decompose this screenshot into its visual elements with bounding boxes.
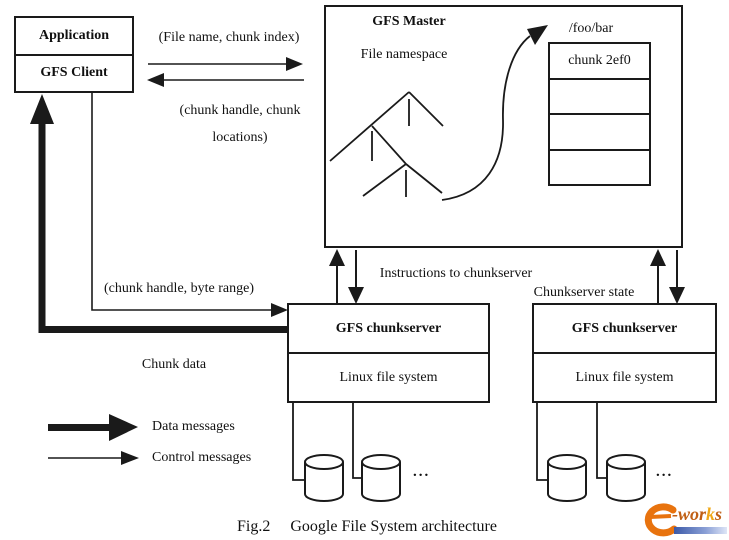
eworks-e-icon <box>644 503 678 537</box>
disk-connector-lines <box>292 403 607 481</box>
gfs-client-label: GFS Client <box>40 65 108 81</box>
legend-control-messages-label: Control messages <box>152 450 252 465</box>
chunk-handle-locations-label-line2: locations) <box>212 130 268 145</box>
gfs-master-box <box>324 5 683 248</box>
logo-text-s: s <box>715 504 723 524</box>
namespace-tree-drawing <box>329 91 444 197</box>
chunk-data-label: Chunk data <box>141 357 207 372</box>
chunk-handle-byte-range-label: (chunk handle, byte range) <box>103 281 255 296</box>
logo-blue-bar <box>674 527 727 534</box>
logo-text-wor: -wor <box>672 504 707 524</box>
control-byte-range-path <box>91 93 288 317</box>
more-disks-ellipsis-left: ... <box>413 464 431 480</box>
gfs-master-title: GFS Master <box>372 14 446 29</box>
chunk-row <box>550 151 649 185</box>
eworks-logo: -works <box>636 498 729 540</box>
chunk-reply-arrow <box>147 73 304 87</box>
data-message-path <box>30 94 288 333</box>
gfs-chunkserver-label: GFS chunkserver <box>289 305 488 354</box>
linux-fs-label: Linux file system <box>575 369 674 385</box>
legend-data-messages-label: Data messages <box>152 419 235 434</box>
file-request-arrow <box>148 57 303 71</box>
more-disks-ellipsis-right: ... <box>656 464 674 480</box>
gfs-client-box: Application GFS Client <box>14 16 134 93</box>
figure-title: Google File System architecture <box>290 518 497 535</box>
chunk-row <box>550 115 649 151</box>
namespace-to-chunk-curve <box>441 25 548 201</box>
application-label: Application <box>16 18 132 56</box>
gfs-chunkserver-label: GFS chunkserver <box>534 305 715 354</box>
logo-text-k: k <box>706 504 716 524</box>
heartbeat-arrows-right <box>650 249 685 304</box>
file-name-chunk-index-label: (File name, chunk index) <box>158 30 300 45</box>
figure-number: Fig.2 <box>237 518 271 535</box>
chunkserver-state-label: Chunkserver state <box>533 285 635 300</box>
foo-bar-path-label: /foo/bar <box>568 21 614 36</box>
chunk-row: chunk 2ef0 <box>550 44 649 80</box>
linux-fs-label: Linux file system <box>339 369 438 385</box>
instructions-to-chunkserver-label: Instructions to chunkserver <box>379 266 533 281</box>
file-namespace-label: File namespace <box>360 47 448 62</box>
chunk-handle-locations-label-line1: (chunk handle, chunk <box>179 103 301 118</box>
legend-data-arrow-icon <box>48 414 138 441</box>
figure-caption: Fig.2 Google File System architecture <box>237 518 497 536</box>
legend-control-arrow-icon <box>48 451 139 465</box>
chunk-row <box>550 80 649 115</box>
chunkserver-box-left: GFS chunkserver Linux file system <box>287 303 490 403</box>
disk-cylinder-icons <box>304 454 646 502</box>
eworks-logo-text: -works <box>672 504 722 525</box>
chunkserver-box-right: GFS chunkserver Linux file system <box>532 303 717 403</box>
chunk-list-table: chunk 2ef0 <box>548 42 651 186</box>
heartbeat-arrows-left <box>329 249 364 304</box>
